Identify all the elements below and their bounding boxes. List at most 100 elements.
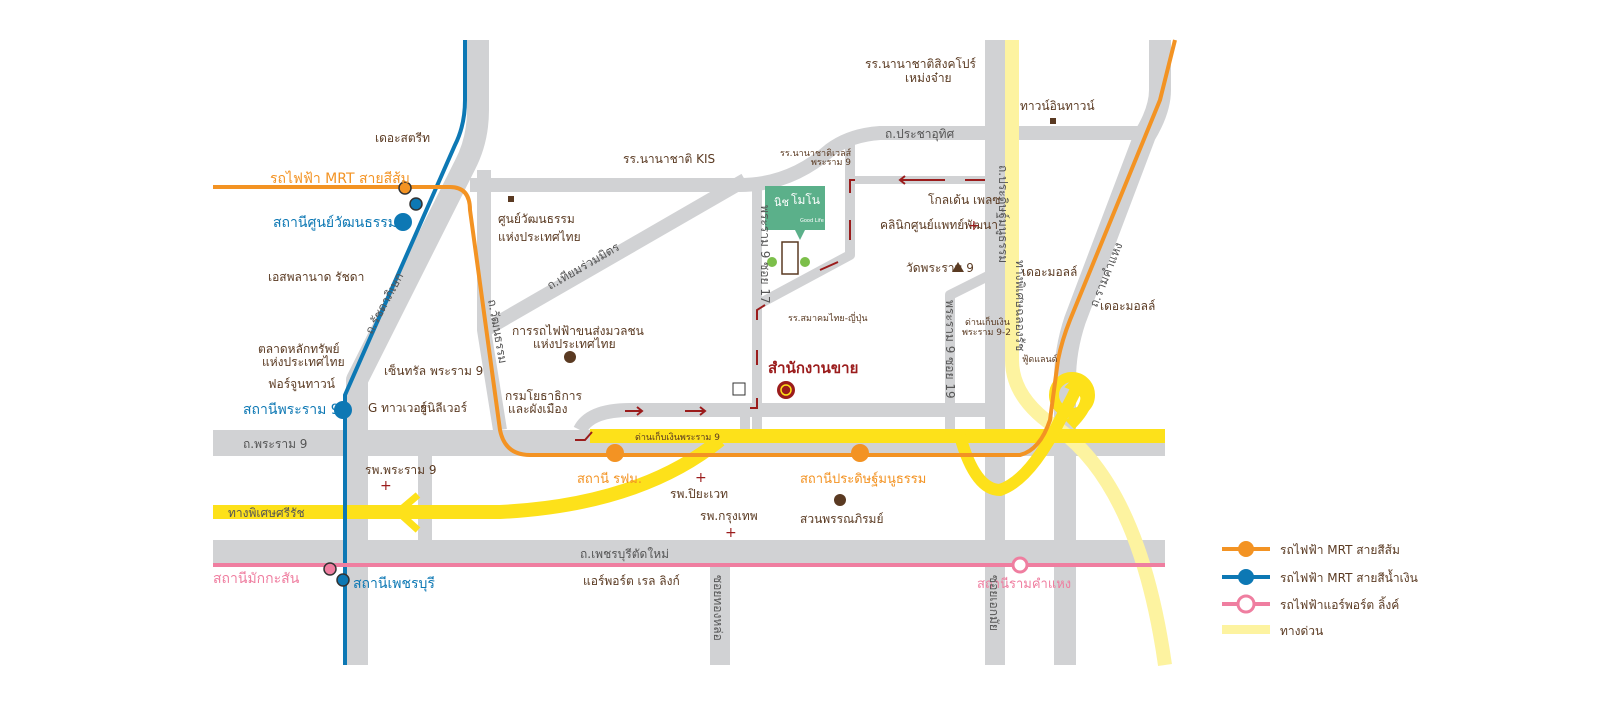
station-pradit[interactable]: สถานีประดิษฐ์มนูธรรม	[800, 471, 926, 487]
poi-g-tower: G ทาวเวอร์	[368, 401, 428, 415]
road-rama9-frontage	[573, 403, 1000, 434]
hospital-icon: +	[968, 218, 980, 234]
poi-wat-rama9: วัดพระราม 9	[906, 261, 974, 275]
expressway-interchange	[954, 377, 1093, 497]
poi-marker	[508, 196, 514, 202]
poi-thai-japan: รร.สมาคมไทย-ญี่ปุ่น	[788, 311, 867, 324]
legend-expressway-swatch	[1222, 625, 1270, 634]
poi-piyavate: รพ.ปิยะเวท	[670, 487, 728, 501]
poi-marker	[1050, 118, 1056, 124]
expressway-chalong-rat	[1005, 40, 1172, 666]
station-icon-cultural[interactable]	[394, 213, 412, 231]
poi-wells: รร.นานาชาติเวลส์	[780, 147, 852, 159]
station-icon-makkasan[interactable]	[323, 562, 337, 576]
legend-airport-link: รถไฟฟ้าแอร์พอร์ต ลิ้งค์	[1280, 596, 1399, 612]
orange-line-label: รถไฟฟ้า MRT สายสีส้ม	[270, 170, 410, 187]
poi-mrta-b: แห่งประเทศไทย	[533, 337, 616, 351]
poi-dpt: กรมโยธาธิการ	[505, 389, 582, 403]
interchange-orange-dot	[398, 181, 412, 195]
poi-the-mall-2: เดอะมอลล์	[1100, 299, 1155, 313]
poi-wells-b: พระราม 9	[811, 158, 851, 168]
poi-the-street: เดอะสตรีท	[375, 131, 430, 145]
station-icon-rfm[interactable]	[606, 444, 624, 462]
station-icon-phetchaburi[interactable]	[336, 573, 350, 587]
poi-esplanade: เอสพลานาด รัชดา	[268, 270, 364, 284]
pois: เดอะสตรีท เอสพลานาด รัชดา ศูนย์วัฒนธรรม …	[258, 57, 1155, 541]
poi-suan-park: สวนพรรณภิรมย์	[800, 512, 884, 526]
poi-shrewsbury: รร.นานาชาติสิงคโปร์	[865, 57, 977, 71]
logo-text-a: นิช	[774, 196, 789, 209]
poi-cultural-center: ศูนย์วัฒนธรรม	[498, 212, 575, 227]
road-label-sri-rat: ทางพิเศษศรีรัช	[228, 506, 305, 520]
poi-rama9-hospital: รพ.พระราม 9	[365, 463, 437, 477]
sales-office-marker-ring	[780, 384, 792, 396]
station-icon-ramkhamhaeng[interactable]	[1011, 556, 1029, 574]
road-label-new-phetchaburi: ถ.เพชรบุรีตัดใหม่	[580, 547, 669, 562]
road-label-soi-bottom-left: ซอยทองหล่อ	[711, 575, 725, 641]
hospital-icon: +	[695, 470, 707, 486]
road-label-pracha-uthit: ถ.ประชาอุทิศ	[885, 127, 955, 142]
mrt-blue-line	[343, 40, 467, 665]
poi-bangkok-hospital: รพ.กรุงเทพ	[700, 509, 758, 524]
convenience-store-icon	[732, 382, 746, 396]
station-cultural-center[interactable]: สถานีศูนย์วัฒนธรรม	[273, 214, 397, 231]
legend: รถไฟฟ้า MRT สายสีส้ม รถไฟฟ้า MRT สายสีน้…	[1222, 541, 1418, 638]
poi-dpt-b: และผังเมือง	[508, 402, 568, 416]
project-logo[interactable]: นิช โมโน Good Life	[765, 186, 825, 240]
temple-icon	[952, 262, 964, 272]
road-label-thiam-ruam-mit: ถ.เทียมร่วมมิตร	[545, 240, 623, 293]
toll-rama9-2-label-a: ด่านเก็บเงิน	[965, 315, 1010, 328]
hospital-icon: +	[725, 525, 737, 541]
poi-fortune: ฟอร์จูนทาวน์	[268, 377, 335, 392]
road-label-chalong-rat: ทางพิเศษฉลองรัช	[1013, 260, 1027, 351]
road-label-soi19: พระราม 9 ซอย 19	[943, 300, 957, 399]
poi-golden-place: โกลเด้น เพลซ	[928, 193, 1001, 207]
road-label-soi-bottom-right: ซอยเอกมัย	[987, 575, 1001, 631]
legend-expressway: ทางด่วน	[1280, 624, 1323, 638]
poi-clinic: คลินิกศูนย์แพทย์พัฒนา	[880, 218, 998, 233]
poi-kis: รร.นานาชาติ KIS	[623, 152, 715, 166]
poi-foodland: ฟู้ดแลนด์	[1022, 353, 1058, 365]
road-soi19	[945, 270, 993, 430]
station-rfm[interactable]: สถานี รฟม.	[577, 471, 642, 487]
toll-rama9-label: ด่านเก็บเงินพระราม 9	[635, 430, 720, 443]
station-icon-pradit[interactable]	[851, 444, 869, 462]
poi-shrewsbury-b: เหม่งจ๋าย	[905, 71, 952, 85]
station-icon-rama9[interactable]	[334, 401, 352, 419]
road-pracha-uthit	[470, 126, 1150, 192]
station-phetchaburi[interactable]: สถานีเพชรบุรี	[353, 576, 435, 592]
tree-icon	[834, 494, 846, 506]
poi-central: เซ็นทรัล พระราม 9	[384, 363, 483, 378]
route-arrows	[575, 175, 985, 441]
road-label-rama9: ถ.พระราม 9	[243, 437, 307, 451]
road-label-soi17: พระราม 9 ซอย 17	[758, 205, 772, 304]
road-ratchada	[346, 40, 489, 665]
poi-unilever: ยูนิลีเวอร์	[420, 401, 468, 416]
sales-office-label: สำนักงานขาย	[768, 359, 858, 377]
road-label-pradit: ถ.ประดิษฐ์มนูธรรม	[995, 165, 1010, 263]
hospital-icon: +	[380, 478, 392, 494]
road-thiam-ruam-mit	[481, 173, 749, 337]
legend-orange-line: รถไฟฟ้า MRT สายสีส้ม	[1280, 543, 1400, 557]
station-makkasan[interactable]: สถานีมักกะสัน	[213, 571, 300, 587]
tree-icon	[564, 351, 576, 363]
poi-town-in-town: ทาวน์อินทาวน์	[1020, 99, 1095, 113]
legend-blue-icon	[1238, 569, 1254, 585]
logo-tag: Good Life	[800, 218, 824, 224]
poi-cultural-center-b: แห่งประเทศไทย	[498, 230, 581, 244]
poi-set-b: แห่งประเทศไทย	[262, 355, 345, 369]
tree-icon	[767, 257, 777, 267]
expressway-ramp	[395, 492, 421, 533]
legend-airport-icon	[1236, 594, 1256, 614]
poi-set: ตลาดหลักทรัพย์	[258, 342, 340, 356]
building-icon	[781, 241, 799, 275]
mrt-orange-line	[213, 39, 1177, 457]
interchange-blue-dot	[409, 197, 423, 211]
sales-office-marker[interactable]	[777, 381, 795, 399]
road-label-airport-rail: แอร์พอร์ต เรล ลิงก์	[583, 574, 680, 588]
legend-blue-line: รถไฟฟ้า MRT สายสีน้ำเงิน	[1280, 569, 1418, 585]
station-rama9[interactable]: สถานีพระราม 9	[243, 402, 340, 418]
toll-rama9-2-label-b: พระราม 9-2	[962, 328, 1011, 338]
station-ramkhamhaeng[interactable]: สถานีรามคำแหง	[977, 576, 1071, 592]
